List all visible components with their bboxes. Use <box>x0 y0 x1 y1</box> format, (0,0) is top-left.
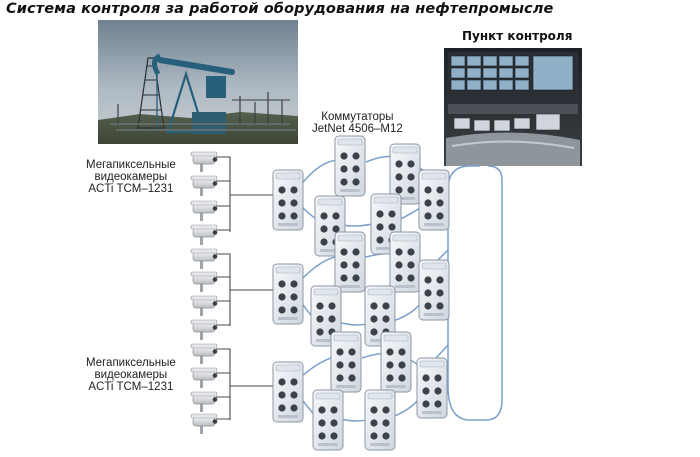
oil-field-photo <box>98 20 298 144</box>
cameras-label-top: Мегапиксельные видеокамеры ACTi TCM–1231 <box>86 159 176 195</box>
camera <box>190 175 218 197</box>
cameras-label-line: ACTi TCM–1231 <box>88 183 174 195</box>
switch-module <box>272 169 304 231</box>
switch-module <box>418 169 450 231</box>
camera <box>190 319 218 341</box>
cameras-label-line: Мегапиксельные <box>86 357 176 369</box>
camera <box>190 295 218 317</box>
cameras-label-bottom: Мегапиксельные видеокамеры ACTi TCM–1231 <box>86 357 176 393</box>
switches-label: Коммутаторы JetNet 4506–M12 <box>312 111 403 135</box>
camera <box>190 224 218 246</box>
switch-ring-bottom <box>272 331 448 451</box>
cameras-label-line: ACTi TCM–1231 <box>88 381 174 393</box>
cameras-label-line: видеокамеры <box>94 171 168 183</box>
camera <box>190 413 218 435</box>
switch-module <box>330 331 362 393</box>
switch-module <box>334 231 366 293</box>
switch-module <box>418 259 450 321</box>
camera <box>190 343 218 365</box>
control-room-photo <box>444 48 582 166</box>
camera-group-top <box>190 151 218 246</box>
switches-label-line: JetNet 4506–M12 <box>312 123 403 135</box>
switch-module <box>334 135 366 197</box>
camera <box>190 391 218 413</box>
cameras-label-line: видеокамеры <box>94 369 168 381</box>
switch-module <box>364 389 396 451</box>
control-point-title: Пункт контроля <box>462 29 573 43</box>
switch-module <box>312 389 344 451</box>
switch-module <box>272 263 304 325</box>
switches-label-line: Коммутаторы <box>321 111 394 123</box>
cameras-label-line: Мегапиксельные <box>86 159 176 171</box>
switch-module <box>380 331 412 393</box>
camera <box>190 367 218 389</box>
camera <box>190 271 218 293</box>
switch-ring-middle <box>272 231 450 347</box>
camera-group-middle <box>190 248 218 341</box>
diagram-title: Система контроля за работой оборудования… <box>6 1 554 17</box>
camera <box>190 200 218 222</box>
camera <box>190 151 218 173</box>
switch-module <box>416 357 448 419</box>
camera <box>190 248 218 270</box>
switch-module <box>272 361 304 423</box>
switch-module <box>389 231 421 293</box>
camera-group-bottom <box>190 343 218 435</box>
